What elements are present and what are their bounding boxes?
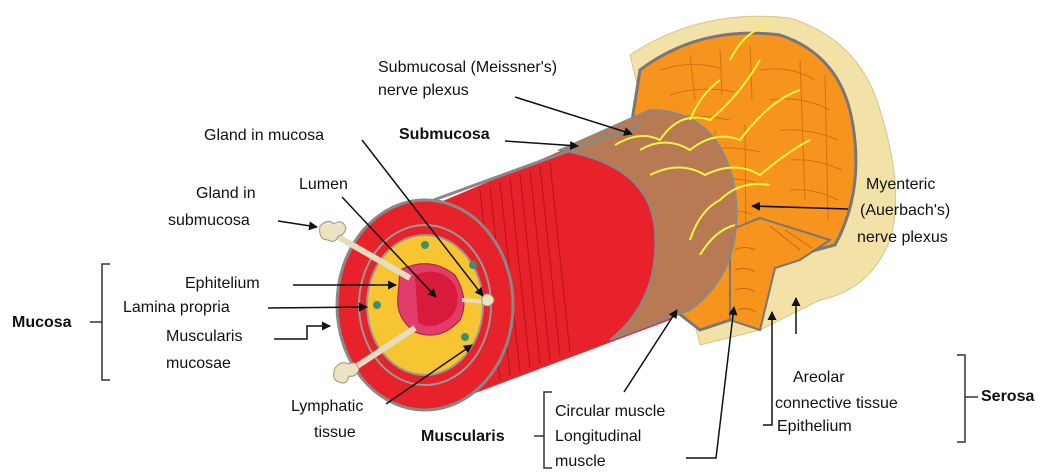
lymph-nodule [469, 261, 477, 269]
circular-muscle-label: Circular muscle [555, 401, 665, 422]
mucosa-label: Mucosa [12, 312, 72, 333]
gland-in-mucosa-label: Gland in mucosa [204, 125, 324, 146]
lymphatic-tissue-label-2: tissue [314, 422, 356, 443]
myenteric-plexus-label-3: nerve plexus [857, 227, 948, 248]
epithelium-label: Epithelium [777, 416, 852, 437]
myenteric-plexus-label: Myenteric [866, 174, 935, 195]
myenteric-plexus-label-2: (Auerbach's) [860, 200, 950, 221]
lymph-nodule [373, 301, 381, 309]
areolar-tissue-label-2: connective tissue [775, 393, 898, 414]
submucosal-plexus-label: Submucosal (Meissner's) [378, 57, 557, 78]
longitudinal-muscle-label: Longitudinal [555, 426, 641, 447]
muscularis-mucosae-label-2: mucosae [166, 353, 231, 374]
areolar-tissue-label: Areolar [793, 367, 845, 388]
muscularis-label: Muscularis [421, 426, 505, 447]
submucosa-label: Submucosa [399, 124, 490, 145]
longitudinal-muscle-label-2: muscle [555, 451, 606, 472]
lamina-propria-label: Lamina propria [123, 297, 230, 318]
lymphatic-tissue-label: Lymphatic [291, 396, 363, 417]
lumen-label: Lumen [299, 174, 348, 195]
serosa-label: Serosa [981, 386, 1034, 407]
gland-in-submucosa-label-2: submucosa [168, 210, 250, 231]
ephitelium-label: Ephitelium [185, 273, 260, 294]
lymph-nodule [461, 333, 469, 341]
submucosal-plexus-label-2: nerve plexus [378, 80, 469, 101]
lymph-nodule [421, 241, 429, 249]
muscularis-mucosae-label: Muscularis [166, 326, 242, 347]
gland-in-submucosa-label: Gland in [196, 183, 256, 204]
